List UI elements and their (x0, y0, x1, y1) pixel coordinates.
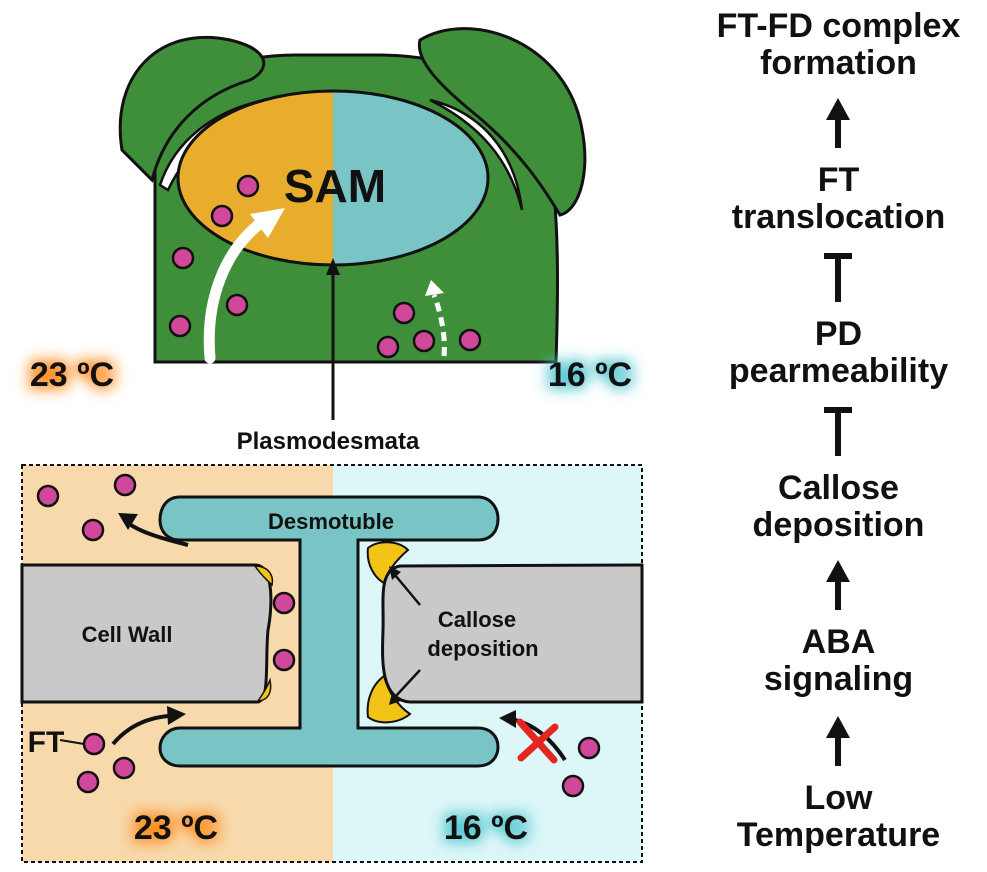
pathway-step-line1: FT (817, 161, 860, 199)
pathway-step-line1: Callose (778, 469, 899, 507)
ft-molecule (36, 484, 60, 508)
left-leaf-primordium (118, 35, 266, 183)
pathway-step-line2: Temperature (736, 816, 941, 854)
plasmodesmata-pointer-head (326, 258, 340, 275)
pathway-connectors (824, 98, 852, 766)
ft-entry-arrowhead (167, 706, 186, 725)
pathway-arrow (826, 98, 850, 148)
ft-molecule (210, 204, 234, 228)
ft-exit-arrow (126, 521, 189, 547)
bottom-temp-label-right: 16 ºC (444, 809, 528, 847)
ft-molecule (168, 314, 192, 338)
pathway-step-line2: pearmeability (728, 352, 949, 390)
plasmodesmata-label: Plasmodesmata (237, 428, 420, 455)
ft-molecule (412, 329, 436, 353)
ft-molecule (376, 335, 400, 359)
callose-label-line2: deposition (427, 636, 538, 661)
pathway-step-ft-fd-complex: FT-FD complex formation (690, 8, 987, 82)
cell-wall-right (381, 563, 644, 704)
section-frame (21, 464, 643, 863)
callose-pointer-lower (394, 669, 421, 698)
callose-deposit (253, 565, 274, 587)
ft-molecule (82, 732, 106, 756)
callose-pointer-lower-head (389, 693, 401, 705)
pathway-step-line1: ABA (801, 623, 876, 661)
right-crescent (429, 98, 524, 211)
pathway-flowchart: FT-FD complex formation FT translocation… (690, 0, 987, 872)
ft-movement-arrow-warm (203, 216, 268, 364)
ft-exit-arrowhead (118, 513, 138, 530)
pathway-step-aba-signaling: ABA signaling (690, 624, 987, 698)
temp-glow-left: 23 ºC (30, 356, 114, 394)
ft-molecule (113, 473, 137, 497)
ft-molecule (112, 756, 136, 780)
ft-molecule (81, 518, 105, 542)
ft-molecules-bottom (36, 473, 601, 798)
ft-movement-arrow-cool (431, 294, 447, 357)
pathway-step-pd-permeability: PD pearmeability (690, 316, 987, 390)
callose-pointer-upper (394, 574, 421, 606)
pathway-step-line2: formation (760, 44, 917, 82)
ft-molecule (392, 301, 416, 325)
block-cross-icon (516, 718, 559, 764)
pathway-step-ft-translocation: FT translocation (690, 162, 987, 236)
callose-deposit (366, 541, 410, 585)
pathway-inhibit (824, 253, 852, 302)
ft-label-leader (59, 739, 85, 745)
temp-label-left: 23 ºC (30, 356, 114, 394)
desmotubule-label: Desmotuble (268, 509, 394, 534)
ft-molecule (171, 246, 195, 270)
pathway-step-line2: deposition (752, 506, 925, 544)
pathway-step-line1: PD (814, 315, 863, 353)
pathway-arrow (826, 716, 850, 766)
ft-molecule (76, 770, 100, 794)
ft-molecule (458, 328, 482, 352)
plasmodesma-section: Desmotuble Cell (20, 464, 644, 863)
ft-molecules-top (168, 174, 482, 359)
callose-deposit (256, 677, 272, 702)
right-leaf-primordium (417, 27, 587, 217)
ft-entry-arrow (111, 714, 169, 746)
bottom-temp-glow-right: 16 ºC (444, 809, 528, 847)
ft-molecule (236, 174, 260, 198)
pathway-step-line2: signaling (763, 660, 914, 698)
shoot-apex: SAM 23 ºC 23 ºC 16 ºC 16 ºC Plasmodesmat… (27, 27, 635, 455)
ft-blocked-arrowhead (499, 710, 516, 728)
pathway-inhibit (824, 407, 852, 456)
cell-wall-label: Cell Wall (82, 622, 173, 647)
callose-pointer-upper-head (389, 566, 401, 580)
pathway-step-line1: FT-FD complex (716, 7, 961, 45)
bottom-temp-label-left: 23 ºC (134, 809, 218, 847)
pathway-step-low-temperature: Low Temperature (690, 780, 987, 854)
pathway-arrow (826, 560, 850, 610)
pathway-step-line1: Low (804, 779, 873, 817)
temp-label-right: 16 ºC (548, 356, 632, 394)
temp-glow-right: 16 ºC (548, 356, 632, 394)
bottom-temp-glow-left: 23 ºC (134, 809, 218, 847)
ft-movement-arrowhead-warm (250, 208, 285, 238)
callose-label-line1: Callose (438, 607, 516, 632)
ft-molecule (577, 736, 601, 760)
ft-molecule (272, 591, 296, 615)
ft-molecule (272, 648, 296, 672)
sam-label: SAM (284, 160, 386, 212)
ft-movement-arrowhead-cool (425, 280, 444, 296)
ft-molecule (561, 774, 585, 798)
pathway-step-line2: translocation (731, 198, 946, 236)
ft-label: FT (28, 726, 65, 759)
ft-molecule (225, 293, 249, 317)
pathway-step-callose-deposition: Callose deposition (690, 470, 987, 544)
desmotubule (158, 495, 500, 768)
